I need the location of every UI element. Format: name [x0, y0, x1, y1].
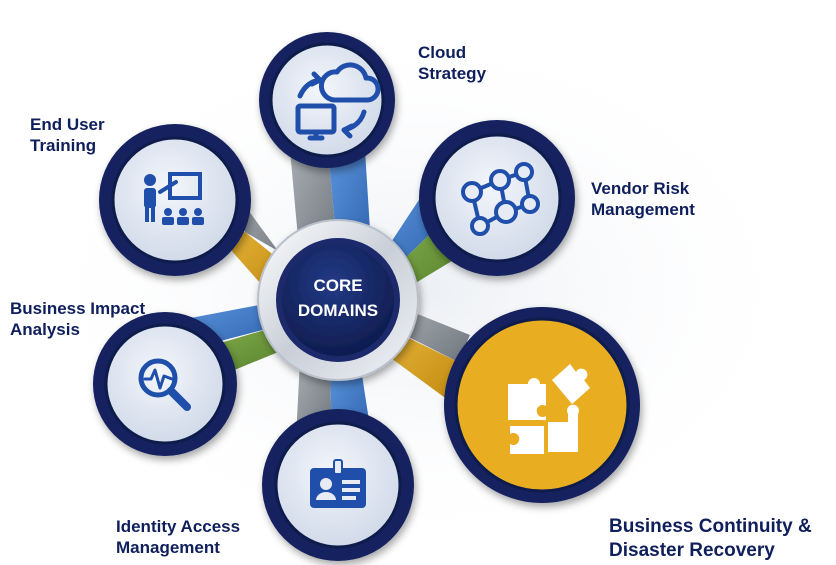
id-badge-icon: [310, 459, 366, 508]
label-cloud-strategy: Cloud Strategy: [418, 42, 486, 84]
magnifier-pulse-icon: [138, 358, 191, 411]
label-cloud-line2: Strategy: [418, 64, 487, 83]
puzzle-pieces-icon: [508, 364, 590, 454]
label-identity-access: Identity Access Management: [116, 516, 240, 558]
label-identity-line2: Management: [116, 538, 220, 557]
label-identity-line1: Identity Access: [116, 517, 241, 536]
label-vendor-line1: Vendor Risk: [591, 179, 690, 198]
label-impact-line2: Analysis: [10, 320, 80, 339]
network-people-icon: [461, 162, 540, 236]
label-vendor-risk: Vendor Risk Management: [591, 178, 695, 220]
label-vendor-line2: Management: [591, 200, 695, 219]
domain-node-vendor[interactable]: [419, 120, 575, 276]
center-title-line2: DOMAINS: [298, 301, 378, 320]
label-continuity-line2: Disaster Recovery: [609, 540, 775, 561]
center-hub: [257, 219, 419, 381]
label-cloud-line1: Cloud: [418, 43, 467, 62]
center-title-line1: CORE: [313, 276, 362, 295]
label-continuity-line1: Business Continuity &: [609, 516, 812, 537]
domain-node-impact[interactable]: [93, 312, 237, 456]
background-glow: [20, 20, 820, 560]
label-business-impact: Business Impact Analysis: [10, 298, 145, 340]
label-business-continuity: Business Continuity & Disaster Recovery: [609, 515, 812, 563]
presentation-training-icon: [144, 172, 204, 225]
label-training-line1: End User: [30, 115, 105, 134]
label-end-user-training: End User Training: [30, 114, 105, 156]
label-impact-line1: Business Impact: [10, 299, 146, 318]
cloud-sync-icon: [295, 62, 381, 141]
label-training-line2: Training: [30, 136, 97, 155]
